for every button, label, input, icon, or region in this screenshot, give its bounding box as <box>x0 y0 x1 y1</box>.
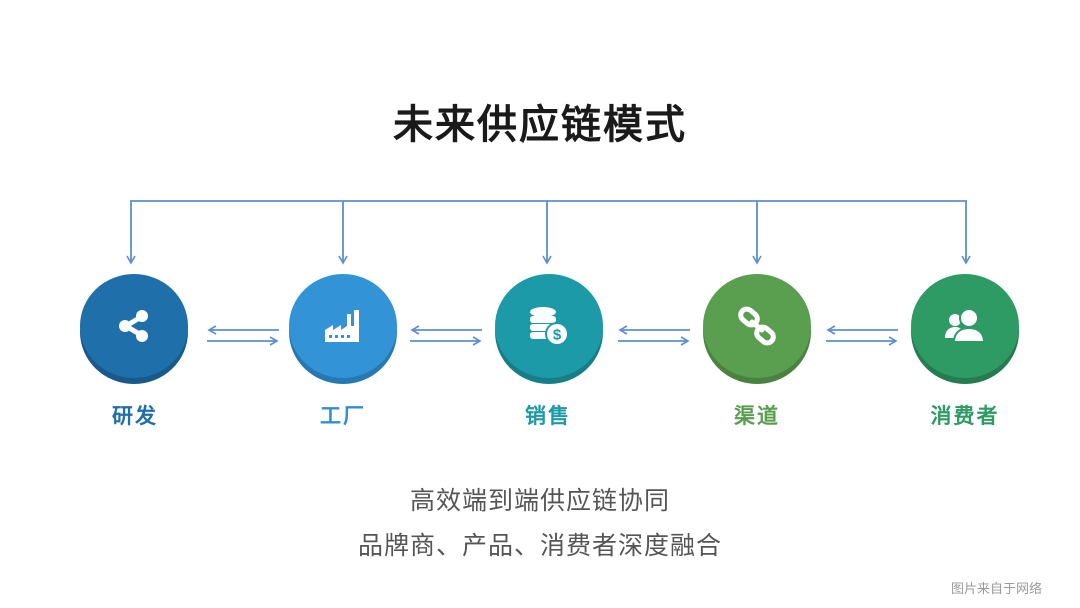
node-factory <box>289 274 399 384</box>
node-label-consumer: 消费者 <box>930 404 1000 428</box>
factory-icon <box>289 274 397 378</box>
node-label-rd: 研发 <box>112 404 158 428</box>
node-sales: $ <box>495 274 605 384</box>
chain-link-icon <box>703 274 811 378</box>
node-label-factory: 工厂 <box>320 404 366 428</box>
image-credit: 图片来自于网络 <box>950 582 1042 597</box>
node-consumer <box>911 274 1021 384</box>
svg-text:$: $ <box>553 327 562 344</box>
users-icon <box>911 274 1019 378</box>
node-label-sales: 销售 <box>525 404 571 428</box>
node-label-channel: 渠道 <box>734 404 780 428</box>
coins-dollar-icon: $ <box>495 274 603 378</box>
page-title: 未来供应链模式 <box>393 102 687 148</box>
node-channel <box>703 274 813 384</box>
node-rd <box>80 274 190 384</box>
subtitle-line-1: 高效端到端供应链协同 <box>409 486 670 515</box>
subtitle-line-2: 品牌商、产品、消费者深度融合 <box>357 531 722 560</box>
share-icon <box>80 274 188 378</box>
